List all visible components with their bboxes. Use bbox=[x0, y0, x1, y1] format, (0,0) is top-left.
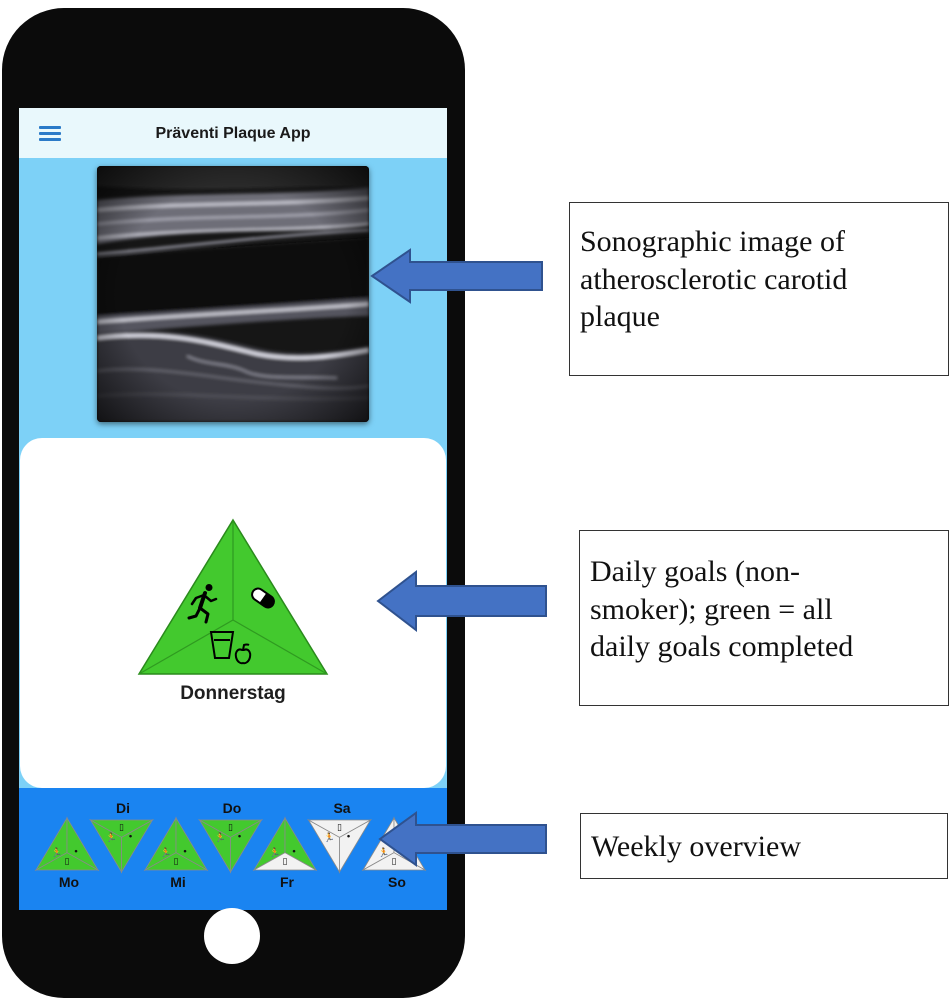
app-screen: Präventi Plaque App bbox=[19, 108, 447, 910]
app-bar: Präventi Plaque App bbox=[19, 108, 447, 158]
arrow-to-daily-goals bbox=[376, 570, 547, 632]
mini-goal-icon: • bbox=[291, 848, 296, 858]
weekly-overview-bar: 🏃•▯🏃•▯🏃•▯🏃•▯🏃•▯🏃•▯🏃•▯ Mo Di Mi Do Fr Sa … bbox=[19, 788, 447, 910]
mini-goal-icon: • bbox=[237, 832, 242, 842]
mini-goal-icon: • bbox=[128, 832, 133, 842]
goal-segment bbox=[306, 819, 373, 838]
day-label-sa: Sa bbox=[333, 800, 351, 816]
arrow-to-weekly-overview bbox=[378, 811, 547, 867]
mini-goal-icon: ▯ bbox=[65, 857, 70, 867]
day-label-di: Di bbox=[116, 800, 130, 816]
mini-goal-icon: ▯ bbox=[283, 857, 288, 867]
week-day-triangle-fr[interactable]: 🏃 •▯ bbox=[252, 816, 318, 872]
sonographic-image bbox=[97, 166, 369, 422]
mini-goal-icon: 🏃 bbox=[215, 831, 226, 843]
mini-goal-icon: 🏃 bbox=[160, 847, 171, 859]
mini-goal-icon: ▯ bbox=[392, 857, 397, 867]
week-day-triangle-sa[interactable]: 🏃 • ▯ bbox=[306, 818, 373, 874]
mini-goal-icon: 🏃 bbox=[324, 831, 335, 843]
goal-segment bbox=[143, 852, 209, 871]
callout-sono-line-1: Sonographic image of bbox=[580, 225, 845, 258]
day-label-so: So bbox=[388, 874, 406, 890]
callout-daily-goals: Daily goals (non- smoker); green = all d… bbox=[579, 530, 949, 706]
week-day-triangle-mi[interactable]: 🏃 •▯ bbox=[143, 816, 209, 872]
mini-goal-icon: 🏃 bbox=[269, 847, 280, 859]
mini-goal-icon: 🏃 bbox=[51, 847, 62, 859]
goal-segment bbox=[197, 819, 264, 838]
goal-segment bbox=[88, 819, 155, 838]
mini-goal-icon: • bbox=[346, 832, 351, 842]
glass-and-apple-icon bbox=[209, 631, 252, 665]
running-person-icon bbox=[187, 584, 218, 624]
callout-goals-line-2: smoker); green = all bbox=[590, 592, 833, 626]
mini-goal-icon: • bbox=[182, 848, 187, 858]
callout-sono-line-3: plaque bbox=[580, 300, 660, 333]
day-label-mo: Mo bbox=[58, 874, 80, 890]
day-label-mi: Mi bbox=[170, 874, 186, 890]
hamburger-menu-icon[interactable] bbox=[39, 126, 61, 142]
mini-goal-icon: ▯ bbox=[228, 823, 233, 833]
current-day-label: Donnerstag bbox=[180, 683, 286, 704]
callout-week-line-1: Weekly overview bbox=[591, 830, 801, 863]
mini-goal-icon: ▯ bbox=[119, 823, 124, 833]
goal-segment bbox=[252, 852, 318, 871]
pill-icon bbox=[251, 587, 275, 609]
week-day-triangle-mo[interactable]: 🏃 •▯ bbox=[34, 816, 100, 872]
phone-frame: Präventi Plaque App bbox=[2, 8, 465, 998]
week-day-triangle-do[interactable]: 🏃 • ▯ bbox=[197, 818, 264, 874]
callout-sonographic-image: Sonographic image of atherosclerotic car… bbox=[569, 202, 949, 376]
daily-goals-triangle[interactable] bbox=[137, 518, 329, 676]
goal-segment bbox=[34, 852, 100, 871]
week-day-triangle-di[interactable]: 🏃 • ▯ bbox=[88, 818, 155, 874]
callout-weekly-overview: Weekly overview bbox=[580, 813, 948, 879]
app-title: Präventi Plaque App bbox=[155, 125, 311, 142]
home-button[interactable] bbox=[204, 908, 260, 964]
mini-goal-icon: 🏃 bbox=[378, 847, 389, 859]
mini-goal-icon: 🏃 bbox=[106, 831, 117, 843]
callout-goals-line-1: Daily goals (non- bbox=[590, 555, 800, 588]
callout-goals-line-3: daily goals completed bbox=[590, 630, 854, 663]
mini-goal-icon: • bbox=[73, 848, 78, 858]
callout-sono-line-2: atherosclerotic carotid bbox=[580, 262, 848, 296]
day-label-fr: Fr bbox=[280, 874, 294, 890]
day-label-do: Do bbox=[222, 800, 242, 816]
mini-goal-icon: ▯ bbox=[174, 857, 179, 867]
mini-goal-icon: ▯ bbox=[337, 823, 342, 833]
arrow-to-sono-image bbox=[370, 248, 543, 304]
